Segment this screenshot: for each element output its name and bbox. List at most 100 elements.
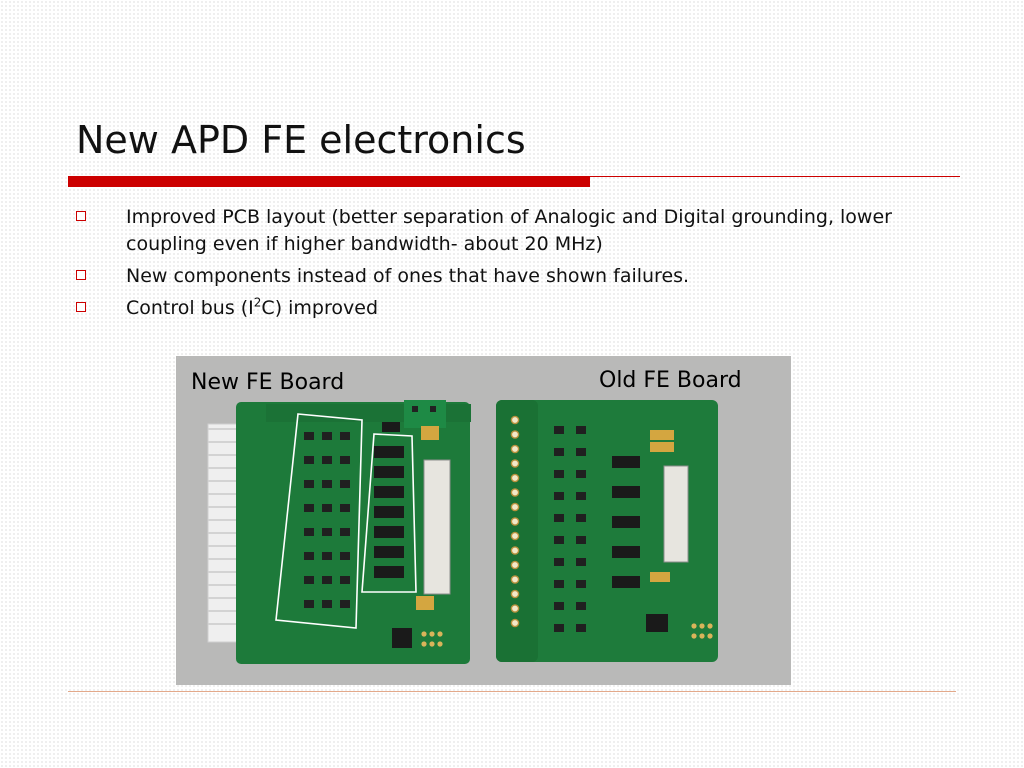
smd-chip <box>576 602 586 610</box>
test-pad <box>707 633 713 639</box>
smd-chip <box>576 514 586 522</box>
test-pad <box>429 631 435 637</box>
connector-rib <box>208 454 236 456</box>
connector-rib <box>208 493 236 495</box>
test-pad <box>437 631 443 637</box>
test-pad <box>691 633 697 639</box>
connector-rib <box>208 506 236 508</box>
connector-pad <box>510 560 520 570</box>
bullet-text-pre: Control bus (I <box>126 297 254 319</box>
smd-chip <box>576 536 586 544</box>
smd-chip <box>554 602 564 610</box>
smd-chip <box>304 576 314 584</box>
smd-chip <box>554 536 564 544</box>
ic-chip <box>612 576 640 588</box>
smd-chip <box>576 558 586 566</box>
test-pad <box>421 631 427 637</box>
connector-rib <box>208 623 236 625</box>
smd-chip <box>576 448 586 456</box>
connector-pad <box>510 473 520 483</box>
connector-pad <box>510 502 520 512</box>
bullet-item: Control bus (I2C) improved <box>76 295 956 322</box>
ic-chip <box>374 526 404 538</box>
connector-rib <box>208 584 236 586</box>
new-board-label: New FE Board <box>191 370 345 395</box>
smd-chip <box>322 504 332 512</box>
ic-chip <box>374 506 404 518</box>
smd-chip <box>340 432 350 440</box>
bullet-text: New components instead of ones that have… <box>126 265 690 287</box>
connector-pad <box>510 618 520 628</box>
smd-chip <box>554 558 564 566</box>
smd-chip <box>304 600 314 608</box>
smd-chip <box>340 528 350 536</box>
smd-chip <box>340 480 350 488</box>
ic-chip <box>374 466 404 478</box>
smd-chip <box>576 426 586 434</box>
ic-chip <box>374 486 404 498</box>
smd-chip <box>340 504 350 512</box>
smd-chip <box>322 528 332 536</box>
connector-rib <box>208 519 236 521</box>
bullet-text: Improved PCB layout (better separation o… <box>126 206 892 255</box>
bullet-item: New components instead of ones that have… <box>76 263 956 290</box>
ic-chip <box>374 446 404 458</box>
smd-chip <box>554 448 564 456</box>
smd-chip <box>322 432 332 440</box>
connector-rib <box>208 558 236 560</box>
ic-chip <box>612 456 640 468</box>
title-underline-thin <box>590 176 960 177</box>
test-pad <box>421 641 427 647</box>
smd-chip <box>304 456 314 464</box>
connector-rib <box>208 545 236 547</box>
connector-rib <box>208 428 236 430</box>
bullet-list: Improved PCB layout (better separation o… <box>76 204 956 327</box>
connector-pad <box>510 589 520 599</box>
smd-chip <box>304 504 314 512</box>
connector-pad <box>510 604 520 613</box>
connector-rib <box>208 441 236 443</box>
smd-chip <box>322 576 332 584</box>
ic-chip <box>382 422 400 432</box>
smd-chip <box>304 432 314 440</box>
smd-chip <box>340 552 350 560</box>
smd-chip <box>304 528 314 536</box>
ic-chip <box>612 546 640 558</box>
hollow-square-icon <box>76 211 86 221</box>
smd-chip <box>322 600 332 608</box>
bullet-text-post: C) improved <box>261 297 379 319</box>
connector-pad <box>510 444 520 454</box>
connector-pad <box>510 415 520 425</box>
connector-rib <box>208 480 236 482</box>
smd-chip <box>554 580 564 588</box>
smd-chip <box>554 426 564 434</box>
ic-chip <box>612 516 640 528</box>
test-pad <box>429 641 435 647</box>
connector-rib <box>208 597 236 599</box>
connector-rib <box>208 467 236 469</box>
ic-chip <box>612 486 640 498</box>
smd-chip <box>304 552 314 560</box>
connector-rib <box>208 610 236 612</box>
connector-rib <box>208 571 236 573</box>
smd-chip <box>322 480 332 488</box>
connector-pad <box>510 488 520 497</box>
connector-rib <box>208 532 236 534</box>
smd-chip <box>576 624 586 632</box>
test-pad <box>699 633 705 639</box>
hollow-square-icon <box>76 270 86 280</box>
bullet-item: Improved PCB layout (better separation o… <box>76 204 956 258</box>
smd-chip <box>322 456 332 464</box>
old-board-label: Old FE Board <box>599 368 742 393</box>
connector-pad <box>510 546 520 555</box>
title-underline-thick <box>68 176 590 187</box>
connector-pad <box>510 531 520 541</box>
footer-divider <box>68 691 956 692</box>
fe-boards-photo: New FE Board Old FE Board <box>176 356 791 685</box>
smd-chip <box>576 580 586 588</box>
hollow-square-icon <box>76 302 86 312</box>
bullet-text-superscript: 2 <box>253 295 262 310</box>
connector-pad <box>510 459 520 468</box>
connector-pad <box>510 430 520 439</box>
ic-chip <box>374 566 404 578</box>
